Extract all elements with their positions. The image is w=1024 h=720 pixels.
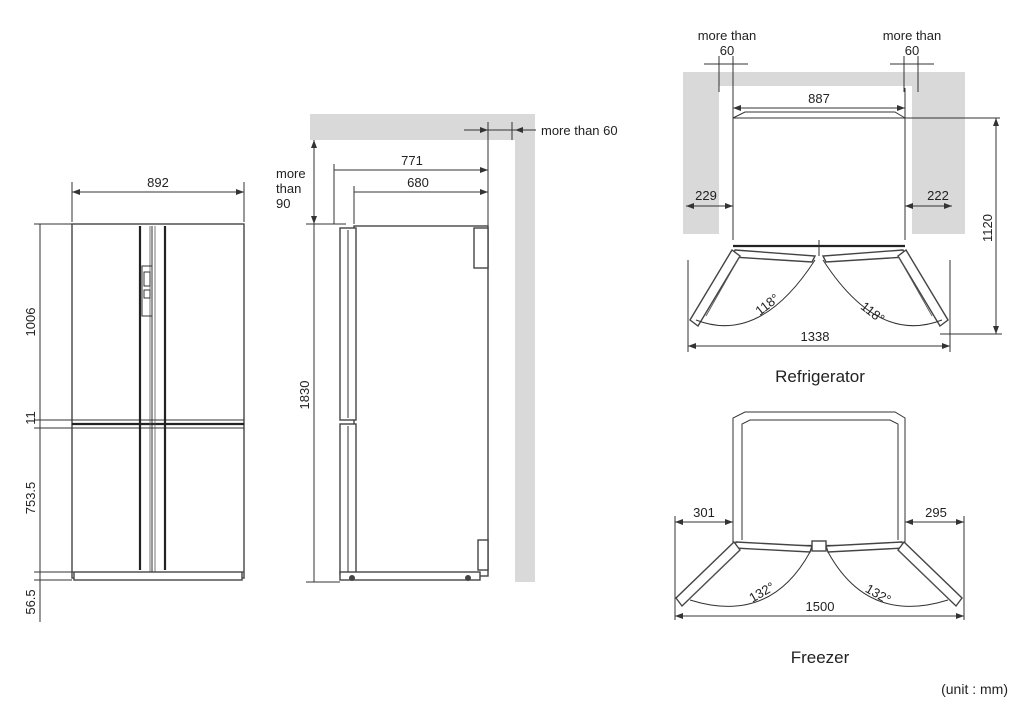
frz-total-width-label: 1500 — [806, 599, 835, 614]
frz-left-side-label: 301 — [693, 505, 715, 520]
front-height-bottom-label: 753.5 — [23, 482, 38, 515]
front-view: 892 1006 11 753.5 56.5 — [23, 175, 245, 622]
ref-inner-width-label: 887 — [808, 91, 830, 106]
ref-right-side-label: 222 — [927, 188, 949, 203]
refrigerator-caption: Refrigerator — [775, 367, 865, 386]
frz-angle-right-label: 132° — [863, 581, 894, 607]
freezer-top-view: 301 295 132° 132° 1500 Freezer — [674, 411, 965, 667]
side-depth-body-label: 680 — [407, 175, 429, 190]
side-height-label: 1830 — [297, 381, 312, 410]
front-height-base-label: 56.5 — [23, 589, 38, 614]
ref-angle-left-label: 118° — [752, 291, 782, 319]
front-height-gap-label: 11 — [23, 411, 38, 425]
ref-depth-label: 1120 — [980, 214, 995, 242]
side-back-clear-label: more than 60 — [541, 123, 618, 138]
ref-right-clear-line2: 60 — [905, 43, 919, 58]
side-view: more than 90 1830 771 680 more than 60 — [276, 114, 618, 583]
frz-right-side-label: 295 — [925, 505, 947, 520]
ref-left-clear-line2: 60 — [720, 43, 734, 58]
unit-note: (unit : mm) — [941, 681, 1008, 697]
side-depth-total-label: 771 — [401, 153, 423, 168]
ref-total-width-label: 1338 — [801, 329, 830, 344]
frz-angle-left-label: 132° — [746, 579, 777, 605]
ref-left-side-label: 229 — [695, 188, 717, 203]
ref-left-clear-line1: more than — [698, 28, 757, 43]
front-height-top-label: 1006 — [23, 308, 38, 337]
freezer-caption: Freezer — [791, 648, 850, 667]
side-top-clear-line2: than — [276, 181, 301, 196]
side-top-clear-line1: more — [276, 166, 306, 181]
ref-angle-right-label: 118° — [858, 299, 888, 327]
front-width-label: 892 — [147, 175, 169, 190]
ref-right-clear-line1: more than — [883, 28, 942, 43]
side-top-clear-line3: 90 — [276, 196, 290, 211]
refrigerator-top-view: more than 60 more than 60 887 229 222 11… — [683, 28, 1002, 386]
